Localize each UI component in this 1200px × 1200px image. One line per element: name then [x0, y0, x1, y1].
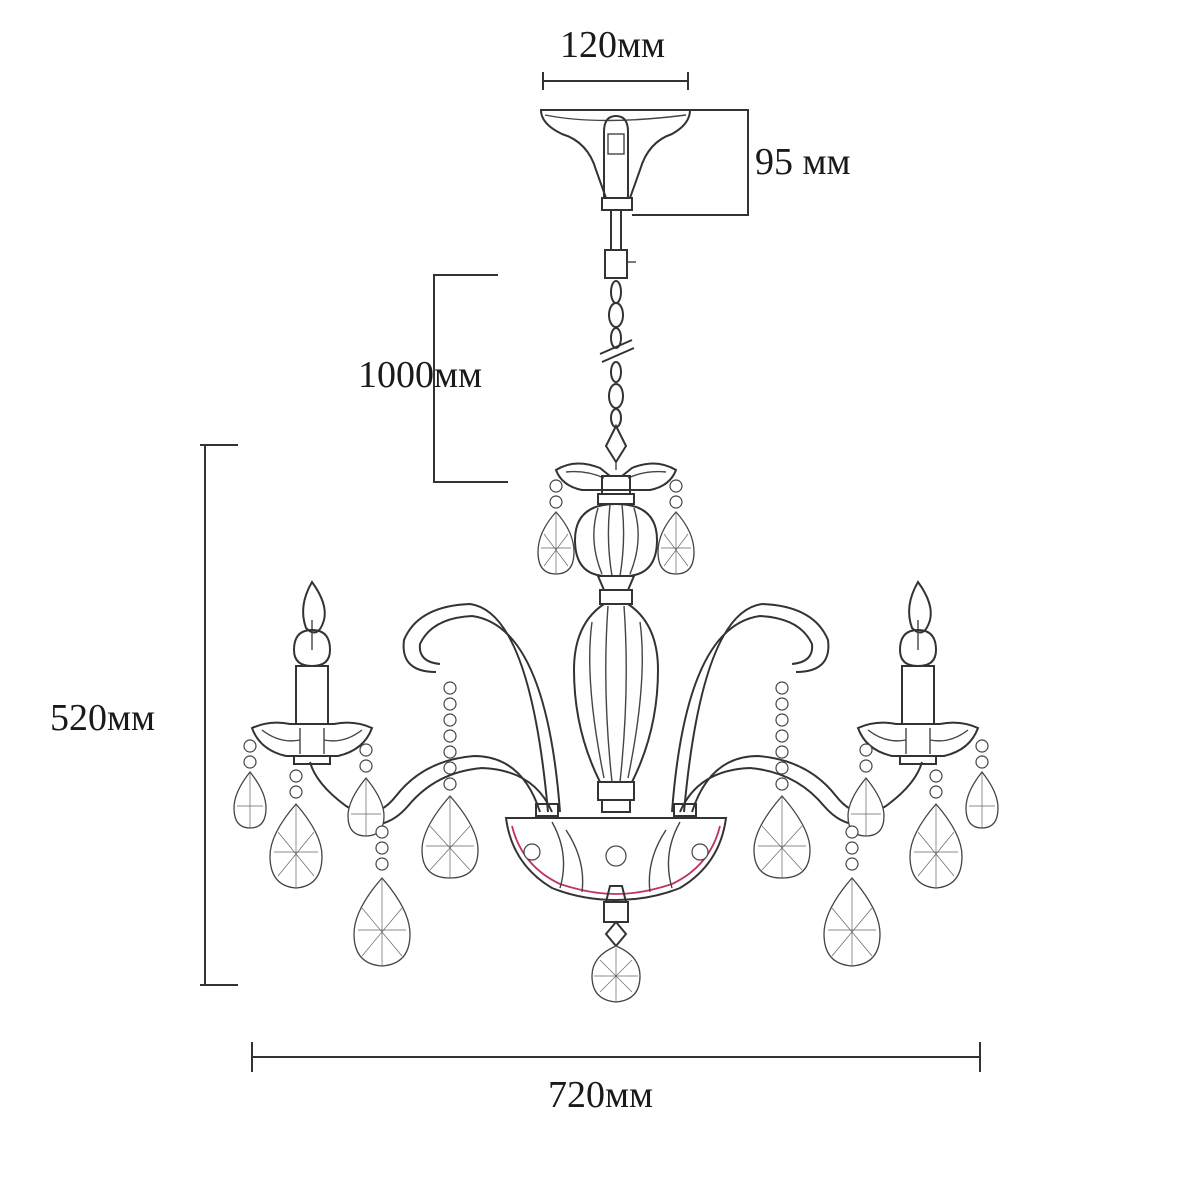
- chain-length-label: 1000мм: [358, 354, 483, 396]
- left-crystals: [233, 681, 479, 967]
- right-crystals: [753, 681, 999, 967]
- total-width-label: 720мм: [548, 1074, 654, 1116]
- crown-crystals: [537, 479, 695, 575]
- dimension-lines: [200, 72, 981, 1072]
- center-column: [572, 603, 660, 813]
- center-bowl: [504, 817, 728, 1003]
- chandelier-arms: [309, 602, 923, 826]
- canopy-width-label: 120мм: [560, 24, 666, 66]
- right-candle: [856, 580, 980, 765]
- body-height-label: 520мм: [50, 697, 156, 739]
- left-candle: [250, 580, 374, 765]
- ceiling-canopy: [539, 109, 692, 211]
- suspension-chain: [599, 210, 636, 470]
- top-crown: [554, 462, 678, 605]
- canopy-height-label: 95 мм: [755, 141, 851, 183]
